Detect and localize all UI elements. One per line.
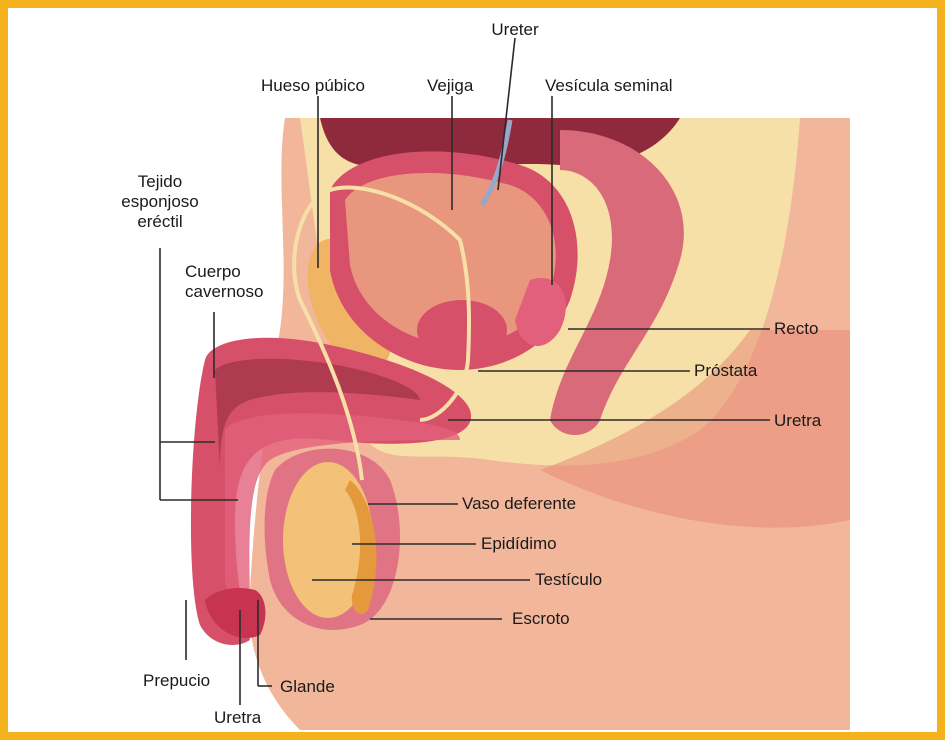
label-cuerpo-line1: Cuerpo [185, 262, 263, 282]
label-glande: Glande [280, 677, 335, 697]
label-tejido-line3: eréctil [110, 212, 210, 232]
label-cuerpo-line2: cavernoso [185, 282, 263, 302]
label-vejiga: Vejiga [427, 76, 473, 96]
label-escroto: Escroto [512, 609, 570, 629]
label-tejido-esponjoso: Tejido esponjoso eréctil [110, 172, 210, 232]
label-hueso-pubico: Hueso púbico [261, 76, 365, 96]
label-prepucio: Prepucio [143, 671, 210, 691]
prostate-gland [417, 300, 507, 360]
label-ureter: Ureter [480, 20, 550, 40]
label-cuerpo-cavernoso: Cuerpo cavernoso [185, 262, 263, 302]
label-testiculo: Testículo [535, 570, 602, 590]
label-vesicula-seminal: Vesícula seminal [545, 76, 673, 96]
label-epididimo: Epidídimo [481, 534, 557, 554]
label-tejido-line1: Tejido [110, 172, 210, 192]
label-recto: Recto [774, 319, 818, 339]
label-prostata: Próstata [694, 361, 757, 381]
label-tejido-line2: esponjoso [110, 192, 210, 212]
label-uretra-right: Uretra [774, 411, 821, 431]
label-uretra-bottom: Uretra [214, 708, 261, 728]
label-vaso-deferente: Vaso deferente [462, 494, 576, 514]
